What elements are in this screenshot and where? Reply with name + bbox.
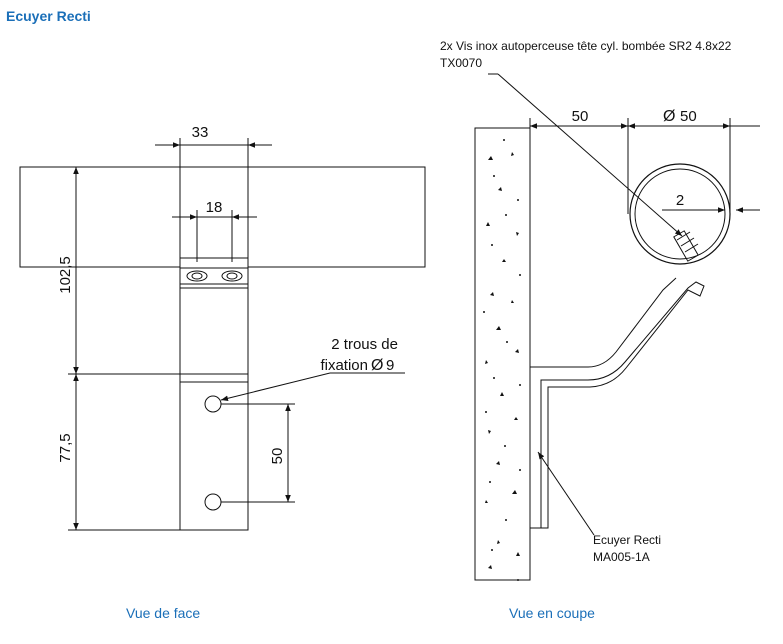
- part-label-line1: Ecuyer Recti: [593, 533, 661, 547]
- screw-note-line1: 2x Vis inox autoperceuse tête cyl. bombé…: [440, 39, 732, 53]
- dim-offset: 50: [572, 108, 589, 125]
- tube-section: [629, 163, 731, 265]
- dim-hole-spacing: 50: [269, 448, 286, 465]
- part-label-line2: MA005-1A: [593, 550, 650, 564]
- dim-diameter: 50: [680, 108, 697, 125]
- holes-diameter: 9: [386, 357, 394, 374]
- caption-front-view: Vue de face: [126, 605, 201, 621]
- holes-label-line1: 2 trous de: [331, 336, 398, 353]
- diameter-symbol: Ø: [371, 357, 383, 374]
- holes-label-line2: fixation: [320, 357, 368, 374]
- dim-thickness: 2: [676, 192, 684, 209]
- dim-width-inner: 18: [206, 199, 223, 216]
- dim-height-upper: 102,5: [57, 256, 74, 294]
- page-title: Ecuyer Recti: [6, 8, 91, 24]
- dim-width-top: 33: [192, 124, 209, 141]
- front-view: [19, 138, 426, 531]
- wall: [474, 127, 531, 581]
- screw-note-line2: TX0070: [440, 56, 482, 70]
- screw-head-left: [186, 270, 208, 282]
- section-view: [474, 73, 760, 581]
- screw-head-right: [221, 270, 243, 282]
- caption-section-view: Vue en coupe: [509, 605, 595, 621]
- dim-height-lower: 77,5: [57, 433, 74, 462]
- diameter-symbol-section: Ø: [663, 108, 675, 125]
- screw: [673, 230, 699, 262]
- concrete-texture: [483, 139, 521, 581]
- bracket-plate: [179, 257, 249, 531]
- bracket-profile: [530, 281, 705, 529]
